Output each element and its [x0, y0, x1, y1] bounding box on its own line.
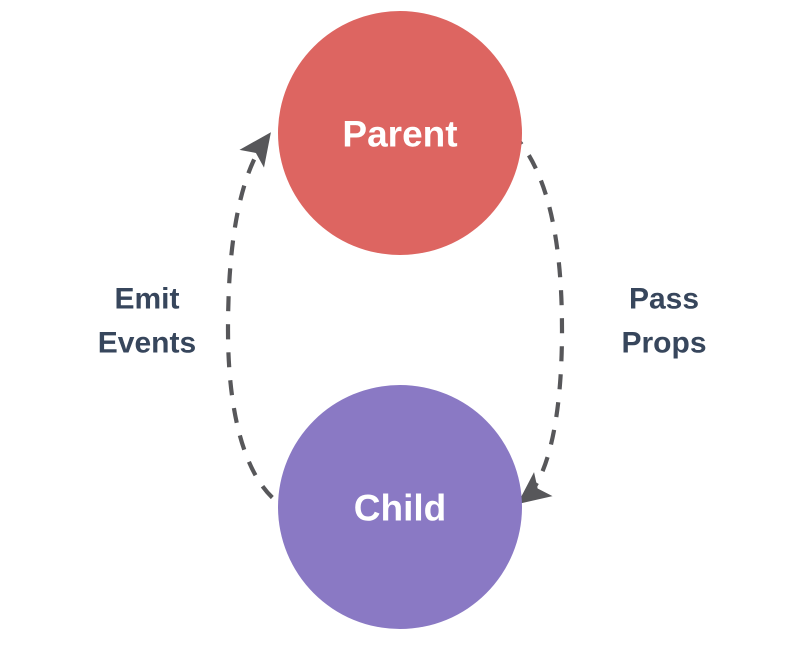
edge-pass-props-label-line1: Pass — [629, 283, 699, 316]
node-child-label: Child — [354, 488, 446, 529]
node-child[interactable]: Child — [278, 385, 522, 629]
edge-pass-props: Pass Props — [510, 131, 707, 505]
edge-pass-props-path — [510, 131, 565, 505]
edge-pass-props-label-line2: Props — [621, 327, 706, 360]
edge-emit-events-path — [225, 132, 297, 515]
edge-emit-events-label-line2: Events — [98, 327, 196, 360]
node-parent[interactable]: Parent — [278, 11, 522, 255]
node-parent-label: Parent — [342, 114, 457, 155]
edge-emit-events: Emit Events — [98, 132, 297, 515]
node-child-circle[interactable] — [278, 385, 522, 629]
edge-emit-events-label-line1: Emit — [114, 283, 179, 316]
node-parent-circle[interactable] — [278, 11, 522, 255]
